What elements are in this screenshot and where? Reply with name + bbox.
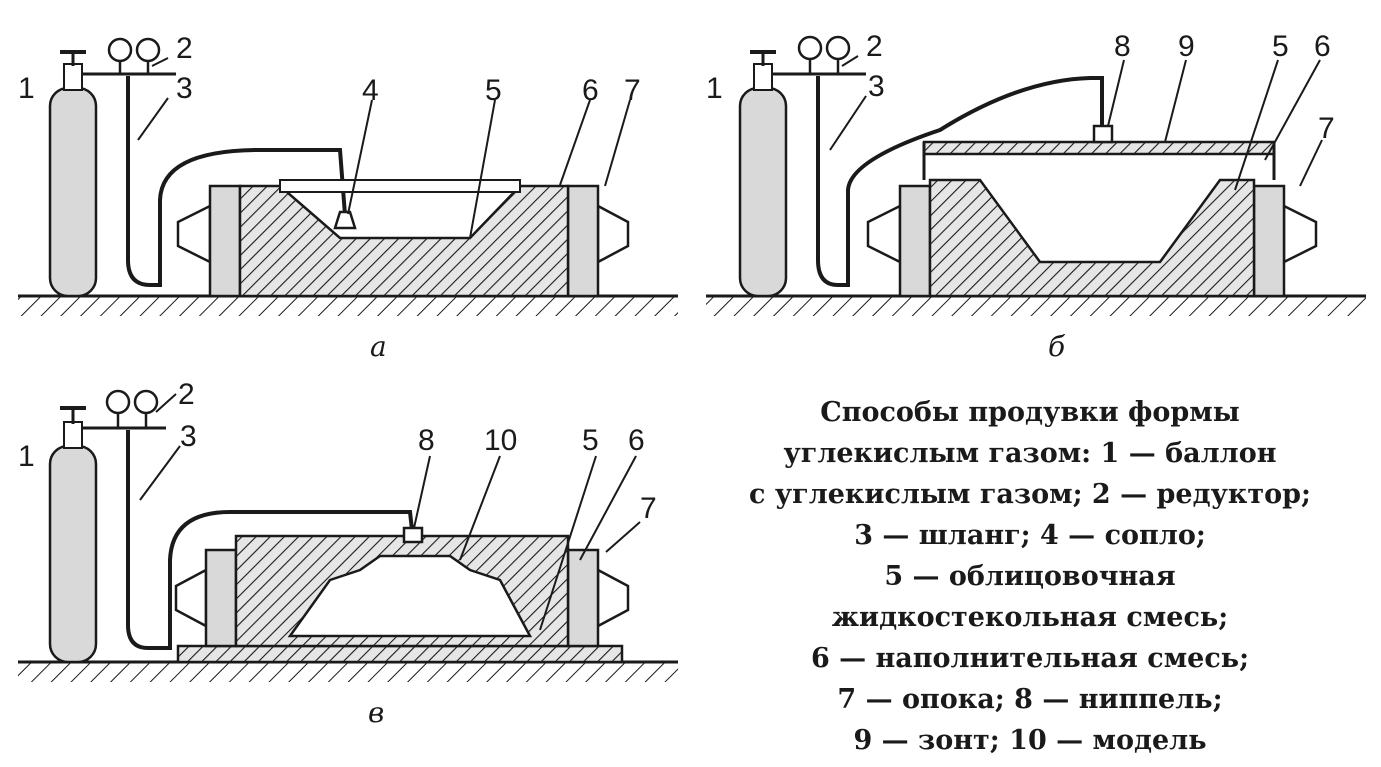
- hose-b: [816, 76, 1104, 287]
- panel-b: 1 2 3 8 9 5 6 7 б: [706, 30, 1366, 363]
- caption-line-9: 9 — зонт; 10 — модель: [853, 725, 1207, 756]
- gas-cylinder-c: [48, 406, 98, 664]
- caption-line-4: 3 — шланг; 4 — сопло;: [854, 520, 1206, 551]
- gas-cylinder-a: [48, 50, 98, 298]
- regulator-a: [82, 37, 176, 76]
- caption-line-5: 5 — облицовочная: [884, 561, 1176, 592]
- panel-a-label-7: 7: [624, 74, 641, 107]
- panel-b-label-5: 5: [1272, 30, 1289, 63]
- nipple-b: [1092, 124, 1114, 144]
- panel-b-label-7: 7: [1318, 112, 1335, 145]
- flask-b: [866, 178, 1318, 298]
- panel-b-label-1: 1: [706, 72, 723, 105]
- panel-c-label-7: 7: [640, 492, 657, 525]
- panel-a-label-4: 4: [362, 74, 379, 107]
- figure-caption: Способы продувки формы углекислым газом:…: [690, 392, 1370, 761]
- panel-a-label-1: 1: [18, 72, 35, 105]
- panel-b-label-2: 2: [866, 30, 883, 63]
- panel-a-label-3: 3: [176, 72, 193, 105]
- panel-c-label-1: 1: [18, 440, 35, 473]
- panel-b-label-3: 3: [868, 70, 885, 103]
- pattern-model-c: [287, 554, 533, 638]
- panel-c: 1 2 3 8 10 5 6 7 в: [18, 378, 678, 729]
- nozzle-a: [333, 210, 357, 230]
- caption-line-7: 6 — наполнительная смесь;: [810, 643, 1250, 674]
- panel-b-sublabel: б: [1048, 330, 1066, 363]
- hose-c: [126, 430, 414, 650]
- panel-b-label-9: 9: [1178, 30, 1195, 63]
- ground-a: [18, 296, 678, 316]
- regulator-b: [772, 35, 866, 76]
- hood-b: [922, 140, 1276, 180]
- caption-line-8: 7 — опока; 8 — ниппель;: [837, 684, 1223, 715]
- panel-c-label-10: 10: [484, 424, 517, 457]
- ground-b: [706, 296, 1366, 316]
- panel-a-label-2: 2: [176, 32, 193, 65]
- panel-c-label-3: 3: [180, 420, 197, 453]
- base-board-c: [176, 644, 624, 664]
- panel-c-label-6: 6: [628, 424, 645, 457]
- caption-line-2: углекислым газом: 1 — баллон: [783, 438, 1277, 469]
- panel-c-label-5: 5: [582, 424, 599, 457]
- flask-c: [174, 534, 630, 648]
- panel-a-label-6: 6: [582, 74, 599, 107]
- hose-a: [126, 76, 347, 287]
- caption-line-1: Способы продувки формы: [820, 397, 1240, 428]
- panel-a-label-5: 5: [485, 74, 502, 107]
- gas-cylinder-b: [738, 50, 788, 298]
- panel-c-label-8: 8: [418, 424, 435, 457]
- panel-b-label-8: 8: [1114, 30, 1131, 63]
- regulator-c: [82, 389, 166, 430]
- nipple-c: [402, 526, 424, 544]
- panel-c-label-2: 2: [178, 378, 195, 411]
- caption-line-3: с углекислым газом; 2 — редуктор;: [749, 479, 1311, 510]
- panel-c-sublabel: в: [368, 696, 384, 729]
- caption-line-6: жидкостекольная смесь;: [831, 602, 1229, 633]
- panel-a-sublabel: а: [370, 330, 387, 363]
- flask-a: [176, 179, 630, 298]
- panel-b-label-6: 6: [1314, 30, 1331, 63]
- panel-a: 1 2 3 4 5 6 7 а: [18, 32, 678, 363]
- ground-c: [18, 662, 678, 682]
